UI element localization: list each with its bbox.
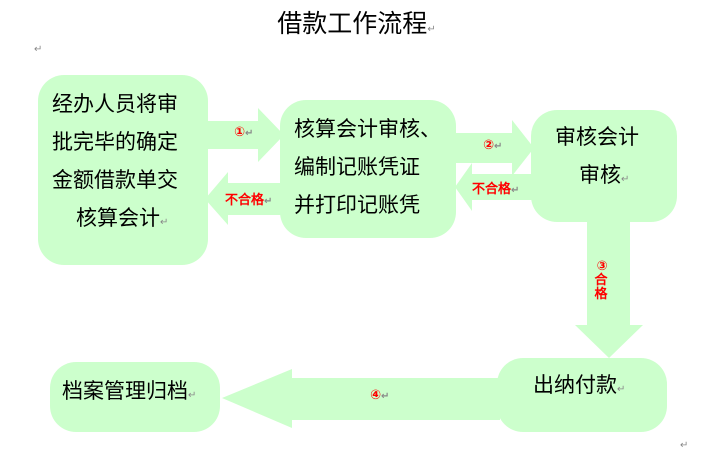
paragraph-mark: ↵ <box>680 440 689 451</box>
node-line: 批完毕的确定 <box>52 130 178 154</box>
node-archive: 档案管理归档↵ <box>50 362 220 432</box>
node-applicant: 经办人员将审 批完毕的确定 金额借款单交 核算会计↵ <box>38 75 208 265</box>
node-line: 并打印记账凭 <box>294 193 420 217</box>
node-line: 金额借款单交 <box>52 168 178 192</box>
title-text: 借款工作流程 <box>277 9 428 38</box>
label-step3-num: ③ <box>596 259 608 274</box>
label-step4: ④↵ <box>370 388 390 403</box>
node-line: 审核会计 <box>555 125 639 149</box>
arrow-step2 <box>453 120 534 176</box>
label-reject2: 不合格↵ <box>472 182 520 197</box>
node-line: 审核 <box>579 163 621 187</box>
page-title: 借款工作流程↵ <box>277 9 436 38</box>
label-step3-text: 合格 <box>594 273 608 302</box>
label-step3: ③ 合格 <box>594 260 610 302</box>
node-line: 出纳付款 <box>533 373 617 397</box>
arrow-step4 <box>222 369 500 428</box>
arrow-reject2 <box>455 163 534 211</box>
label-reject1: 不合格↵ <box>225 193 273 208</box>
label-step1: ①↵ <box>234 125 254 140</box>
arrow-step3 <box>575 220 643 358</box>
node-line: 核算会计审核、 <box>294 117 441 141</box>
node-line: 档案管理归档 <box>62 379 188 403</box>
node-line: 核算会计 <box>76 206 160 230</box>
arrow-step1 <box>205 108 284 162</box>
arrow-reject1 <box>205 172 284 225</box>
node-line: 经办人员将审 <box>52 92 178 116</box>
node-accounting: 核算会计审核、 编制记账凭证 并打印记账凭 <box>280 100 456 238</box>
node-audit: 审核会计 审核↵ <box>531 110 677 222</box>
node-cashier: 出纳付款↵ <box>497 358 667 432</box>
label-step2: ②↵ <box>483 138 503 153</box>
node-line: 编制记账凭证 <box>294 155 420 179</box>
paragraph-mark: ↵ <box>34 44 43 55</box>
